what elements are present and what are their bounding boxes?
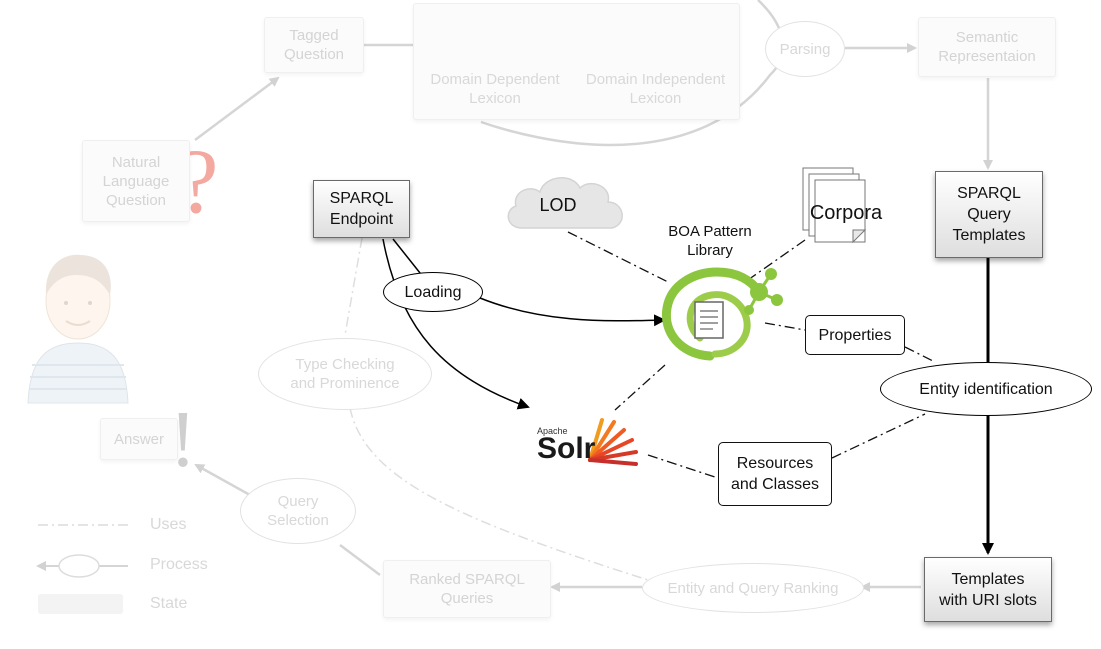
edge-endpoint-to-loading [392, 238, 425, 279]
legend-process-label: Process [150, 556, 208, 573]
loading-node: Loading [383, 272, 483, 312]
legend-state-label: State [150, 595, 188, 612]
tagged-question-node: Tagged Question [264, 17, 364, 73]
parsing-node: Parsing [765, 21, 845, 77]
domain-independent-lexicon-label: Domain Independent Lexicon [585, 71, 726, 107]
edge-properties-entity [904, 346, 936, 363]
natural-language-question-node: Natural Language Question [82, 140, 190, 222]
edge-type-checking-ranking [349, 407, 649, 581]
edge-lod-boa [567, 231, 669, 283]
boa-pattern-library-label: BOA Pattern Library [668, 223, 752, 259]
corpora-label: Corpora [809, 202, 883, 224]
edge-endpoint-to-solr [382, 238, 530, 410]
documents-icon [802, 167, 867, 244]
solr-name-label: Solr [537, 432, 596, 465]
edge-boa-solr [614, 364, 666, 411]
templates-with-uri-slots-node: Templates with URI slots [924, 557, 1052, 622]
domain-dependent-lexicon-label: Domain Dependent Lexicon [430, 71, 560, 107]
lod-label: LOD [539, 195, 577, 215]
legend-graphics [36, 524, 128, 614]
sunburst-icon [588, 418, 638, 466]
user-icon [27, 254, 129, 404]
resources-and-classes-node: Resources and Classes [718, 442, 832, 506]
type-checking-node: Type Checking and Prominence [258, 338, 432, 410]
edge-corpora-boa [744, 239, 806, 283]
sparql-query-templates-node: SPARQL Query Templates [935, 171, 1043, 258]
sparql-endpoint-node: SPARQL Endpoint [313, 180, 410, 238]
cloud-icon [507, 177, 623, 229]
edge-resources-entity [831, 413, 926, 459]
edge-solr-resources [647, 454, 719, 479]
solr-apache-label: Apache [537, 426, 568, 436]
edge-endpoint-type-checking [344, 237, 363, 336]
query-selection-node: Query Selection [240, 478, 356, 544]
properties-node: Properties [805, 315, 905, 355]
semantic-representation-node: Semantic Representaion [918, 17, 1056, 77]
entity-identification-node: Entity identification [880, 362, 1092, 416]
boa-logo-icon [661, 267, 783, 361]
answer-node: Answer [100, 418, 178, 460]
edge-ranked-to-selection [339, 544, 381, 576]
ranked-sparql-queries-node: Ranked SPARQL Queries [383, 560, 551, 618]
edge-question-to-tagged [194, 76, 280, 142]
legend-uses-label: Uses [150, 516, 187, 533]
lexicon-container [413, 3, 740, 120]
entity-query-ranking-node: Entity and Query Ranking [642, 563, 864, 613]
edge-loading-to-boa [479, 297, 666, 327]
edge-boa-properties [764, 322, 806, 331]
